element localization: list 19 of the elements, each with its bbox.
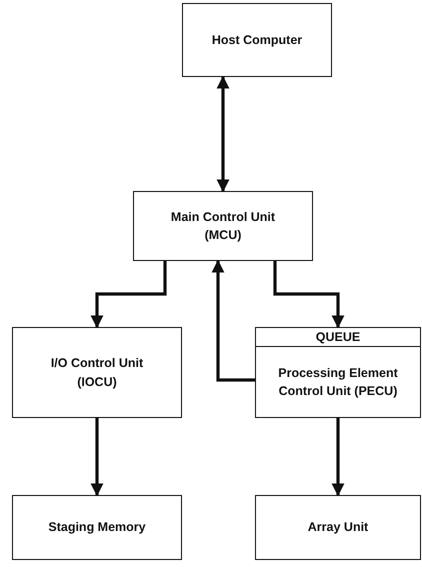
process-box — [133, 191, 313, 261]
box-label: Array Unit — [306, 519, 370, 536]
arrow — [216, 76, 230, 192]
arrow — [273, 261, 344, 328]
box-label: Processing Element Control Unit (PECU) — [277, 364, 399, 400]
box-label: Main Control Unit (MCU) — [170, 208, 276, 244]
arrow — [90, 261, 167, 328]
process-box — [12, 327, 182, 418]
process-box — [255, 327, 421, 418]
arrow — [212, 260, 255, 382]
box-label: Staging Memory — [47, 519, 147, 536]
arrow — [332, 418, 344, 496]
process-box — [255, 495, 421, 560]
arrow — [90, 418, 104, 496]
box-label: Host Computer — [210, 32, 304, 49]
process-box — [182, 3, 332, 77]
section-heading: QUEUE — [256, 328, 420, 348]
box-label: I/O Control Unit (IOCU) — [50, 355, 144, 391]
process-box — [12, 495, 182, 560]
